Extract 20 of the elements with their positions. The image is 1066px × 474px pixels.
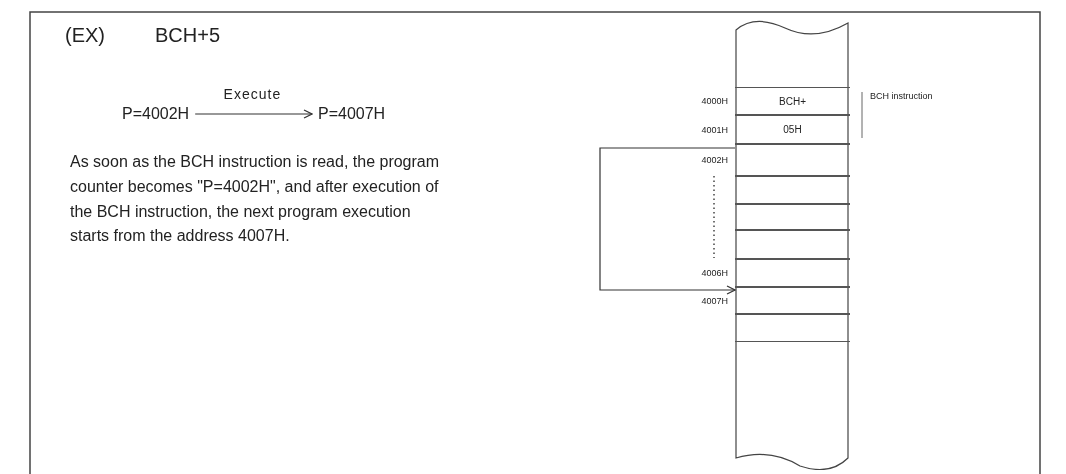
example-marker: (EX) [65, 24, 105, 47]
memory-cell [735, 176, 850, 204]
expression-text: P=4002H [122, 102, 190, 126]
arrow [194, 109, 313, 119]
arrow [599, 147, 736, 295]
memory-cell [735, 230, 850, 259]
address-label: 4007H [701, 295, 728, 306]
memory-cell [735, 204, 850, 230]
cell-value: BCH+ [779, 95, 806, 107]
instruction-text: BCH+5 [155, 24, 221, 47]
edge-label: Execute [223, 86, 282, 102]
memory-cell [735, 314, 850, 342]
address-label: 4002H [701, 155, 728, 165]
cell-value: 05H [783, 124, 802, 135]
address-label: 4001H [701, 124, 728, 135]
explanation-paragraph: As soon as the BCH instruction is read, the program counter becomes "P=4002H", and after execution of the BCH instruction, the next program execution starts from the address 4007H. [70, 152, 440, 247]
bracket-label: BCH instruction [870, 90, 934, 103]
address-label: 4000H [701, 96, 728, 106]
expression-text: P=4007H [318, 102, 386, 126]
address-label: 4006H [701, 268, 728, 278]
